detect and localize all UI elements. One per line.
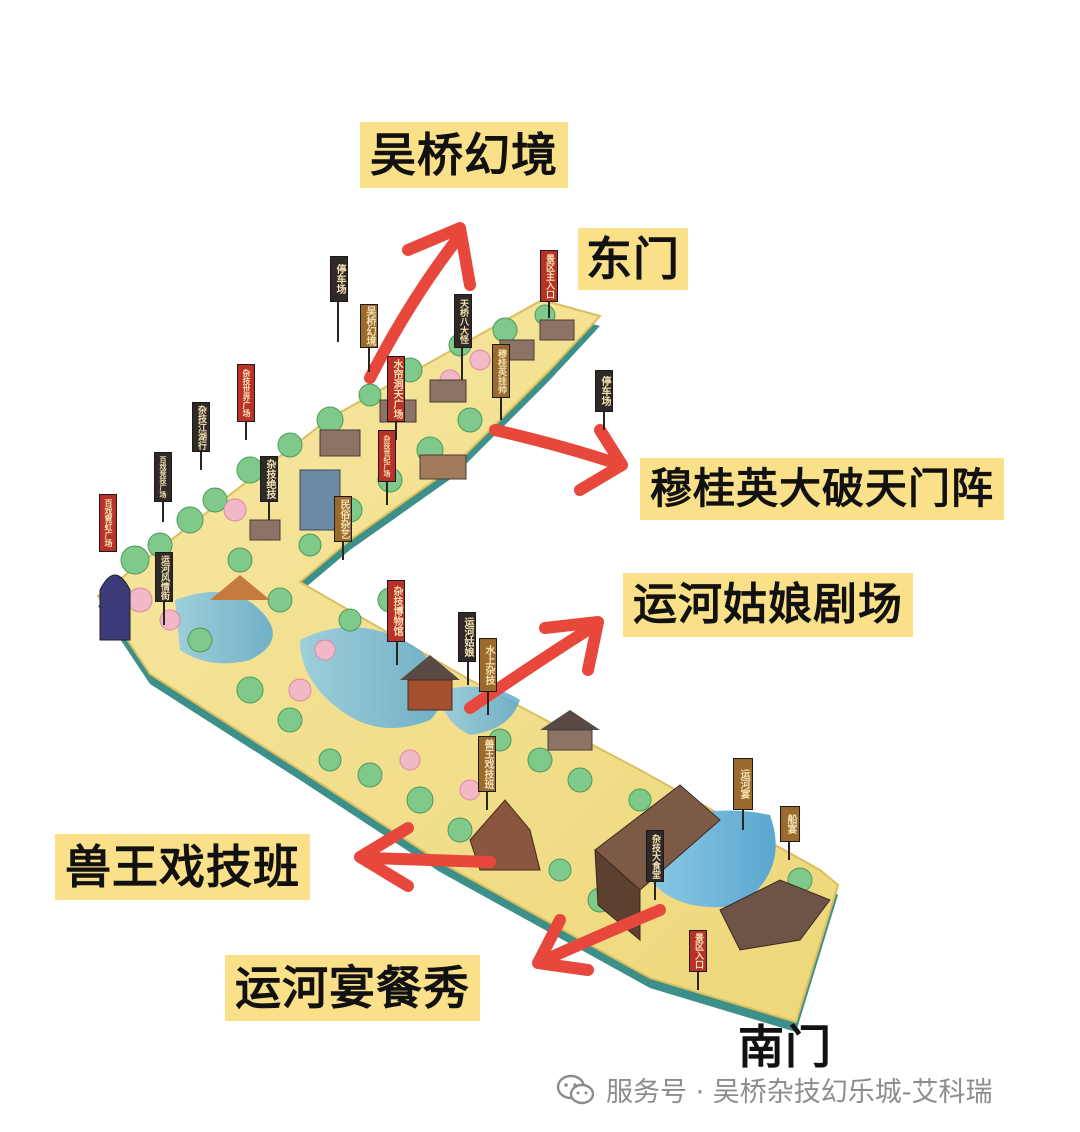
arrow-yunhe-yan [532,904,666,976]
signboard-shuishang-zaji[interactable]: 水上杂技 [479,638,497,692]
wechat-icon [556,1074,595,1104]
callout-mugui-ying[interactable]: 穆桂英大破天门阵 [640,458,1005,520]
signboard-chuan-yan[interactable]: 船宴 [780,806,800,842]
sign-poles [107,300,790,990]
arrow-wuqiao-huanjing [364,222,476,384]
callout-arrows [354,222,666,976]
callout-yunhe-yan[interactable]: 运河宴餐秀 [225,955,480,1021]
signboard-wuqiao-huanjing[interactable]: 吴桥幻境 [360,304,378,348]
signboard-shuiluo-guangchang[interactable]: 水帘洞天广场 [387,356,405,422]
signboard-guangchang-1[interactable]: 杂技世界广场 [237,364,255,422]
signboard-zaji-bowuguan[interactable]: 杂技博物馆 [387,580,405,642]
watermark-text: 服务号 · 吴桥杂技幻乐城-艾科瑞 [606,1077,993,1108]
callout-east-gate[interactable]: 东门 [578,228,688,290]
signboard-zhenghuan-guangchang[interactable]: 百戏竞技广场 [154,452,172,502]
signboard-scenic-entrance[interactable]: 景区入口 [689,930,707,972]
callout-wuqiao-huanjing[interactable]: 吴桥幻境 [360,122,568,188]
signboard-zaji-jie[interactable]: 杂技江湖行 [192,402,210,452]
callout-shouwang-xijiban[interactable]: 兽王戏技班 [55,834,310,900]
signboard-zaji-guangchang[interactable]: 杂技世纪广场 [378,430,396,482]
signboard-baixi-guangchang[interactable]: 百戏霓虹广场 [99,494,117,552]
watermark: 服务号 · 吴桥杂技幻乐城-艾科瑞 [556,1070,993,1109]
signboard-mugui-ying[interactable]: 穆桂英挂帅 [492,344,510,398]
signboard-yunhe-fengqing[interactable]: 运河风情街 [155,552,173,602]
signboard-zaji-yongji[interactable]: 杂技绝技 [260,456,278,502]
signboard-shouwang-xijiban[interactable]: 兽王戏技班 [478,736,496,792]
signboard-tianqiao-badaguai[interactable]: 天桥八大怪 [454,294,472,348]
signboard-zaji-dashitang[interactable]: 杂技大食堂 [646,830,664,882]
signboard-juju-zaji[interactable]: 民俗杂艺 [334,496,352,542]
signboard-yunhe-guniang[interactable]: 运河姑娘 [458,612,476,662]
signboard-main-entrance[interactable]: 景区主入口 [540,250,558,302]
signboard-parking-1[interactable]: 停车场 [330,256,348,302]
callout-south-gate[interactable]: 南门 [738,1020,832,1074]
arrow-shouwang-xijiban [354,822,496,892]
arrow-yunhe-guniang [464,616,604,714]
callout-yunhe-guniang[interactable]: 运河姑娘剧场 [623,573,913,637]
signboard-parking-2[interactable]: 停车场 [595,370,613,412]
arrow-mugui-ying [489,424,628,496]
signboard-yunhe-yan[interactable]: 运河宴 [733,758,753,810]
